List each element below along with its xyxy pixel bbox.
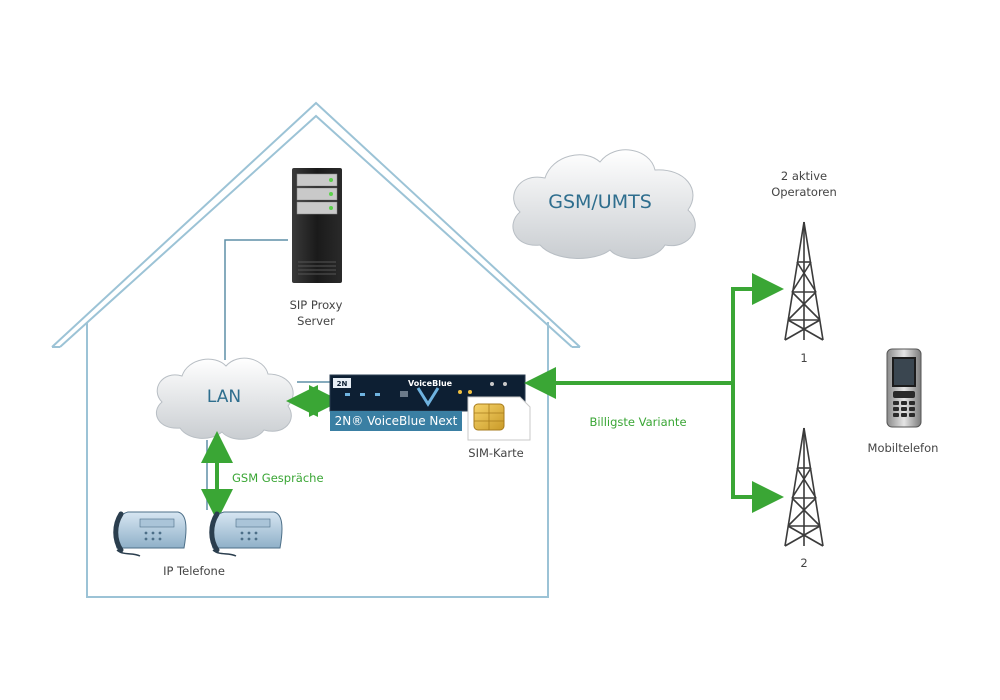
server-label-line1: SIP Proxy: [290, 298, 343, 312]
sim-card-icon: [467, 396, 531, 441]
ip-phone-icon: [113, 511, 187, 557]
sim-label: SIM-Karte: [468, 446, 523, 460]
lan-cloud-label: LAN: [207, 387, 241, 407]
mobile-label: Mobiltelefon: [868, 441, 939, 455]
lan-server-link: [224, 239, 288, 360]
mobile-phone-icon: [886, 348, 922, 428]
server-label-line2: Server: [297, 314, 335, 328]
voiceblue-device-icon: 2N VoiceBlue: [329, 374, 526, 412]
cheapest-variant-label: Billigste Variante: [589, 415, 686, 429]
gsm-cloud-label: GSM/UMTS: [548, 191, 652, 213]
ip-phone-icon: [209, 511, 283, 557]
gsm-cloud-icon: [512, 149, 696, 259]
ip-phones-label: IP Telefone: [163, 564, 225, 578]
house-outline: [51, 101, 581, 598]
server-icon: [292, 168, 342, 283]
tower1-label: 1: [800, 351, 807, 365]
tower2-label: 2: [800, 556, 807, 570]
operators-title-line2: Operatoren: [771, 185, 837, 199]
cell-tower-icon: [784, 427, 824, 547]
device-name-label: 2N® VoiceBlue Next: [335, 414, 458, 428]
operator-link-arrows: [524, 273, 784, 513]
device-brand-text: VoiceBlue: [408, 379, 453, 388]
operators-title-line1: 2 aktive: [781, 169, 827, 183]
device-logo-text: 2N: [337, 380, 348, 388]
cell-tower-icon: [784, 221, 824, 341]
device-name-bar: [330, 411, 462, 431]
gsm-calls-label: GSM Gespräche: [232, 471, 324, 485]
